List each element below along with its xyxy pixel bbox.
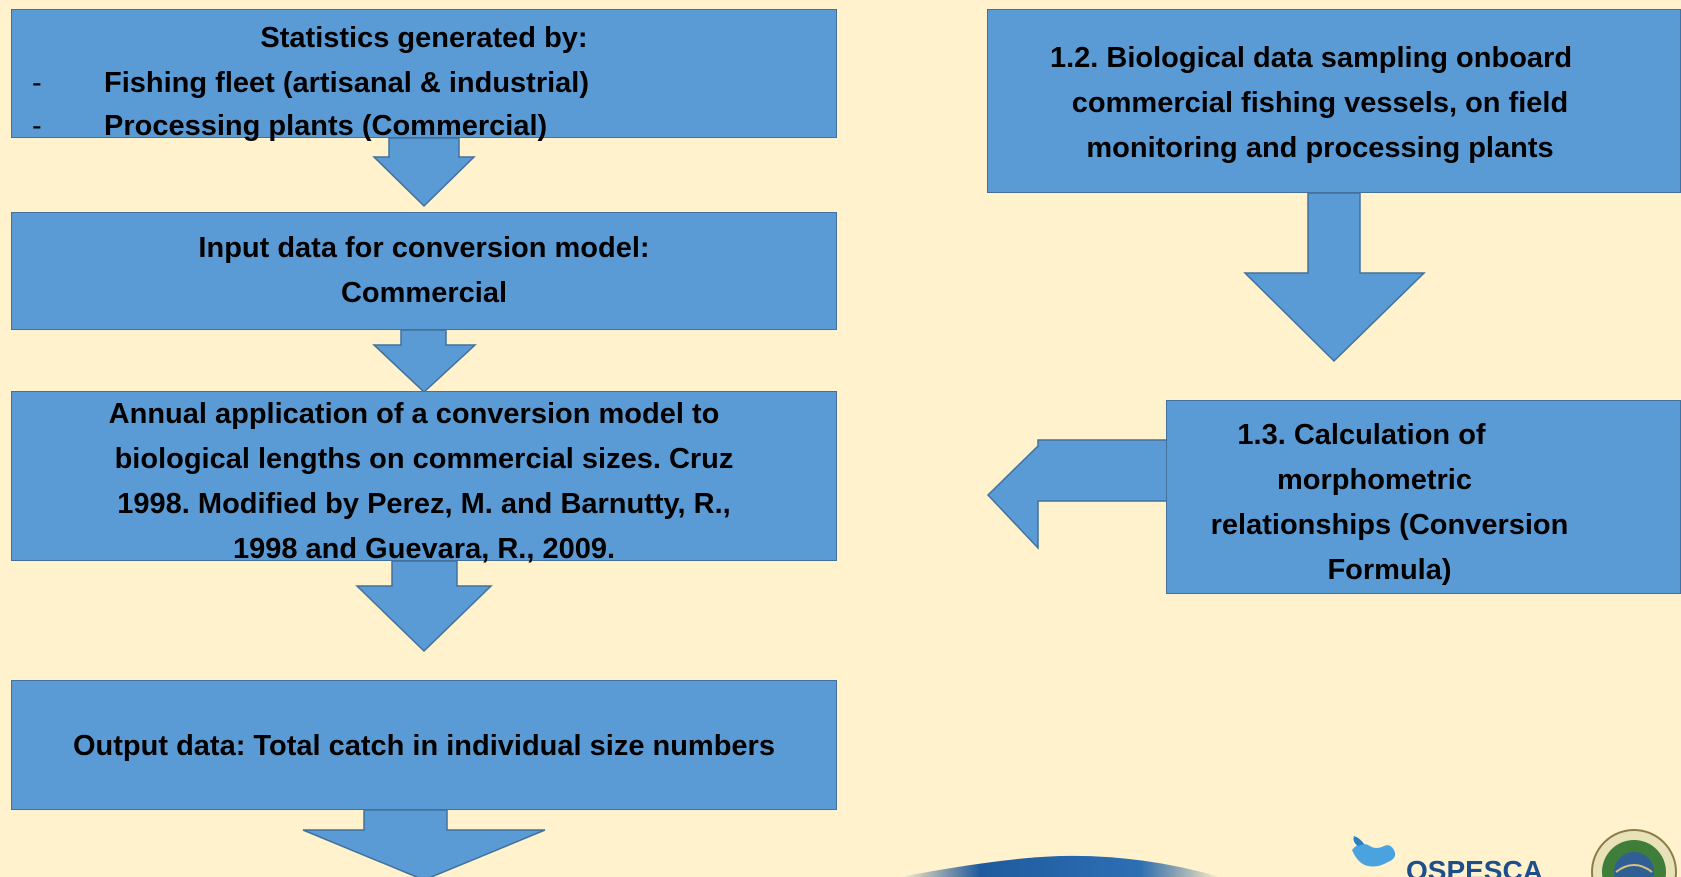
sampling-line-3: monitoring and processing plants	[1086, 132, 1554, 164]
application-line-4: 1998 and Guevara, R., 2009.	[232, 533, 616, 565]
input-data-box: Input data for conversion model: Commerc…	[11, 212, 837, 330]
morphometric-line-1: 1.3. Calculation of	[1237, 419, 1486, 451]
statistics-item-fishing-fleet: Fishing fleet (artisanal & industrial)	[104, 67, 590, 99]
application-line-3: 1998. Modified by Perez, M. and Barnutty…	[117, 488, 731, 520]
morphometric-line-2: morphometric	[1277, 464, 1472, 496]
application-line-1: Annual application of a conversion model…	[108, 398, 720, 430]
bullet-dash: -	[32, 67, 42, 99]
statistics-heading: Statistics generated by:	[260, 22, 588, 54]
output-data-box: Output data: Total catch in individual s…	[11, 680, 837, 810]
left-arrow-morphometric-to-application	[986, 439, 1169, 550]
sampling-line-1: 1.2. Biological data sampling onboard	[1049, 42, 1573, 74]
statistics-item-processing-plants: Processing plants (Commercial)	[104, 110, 548, 142]
statistics-bullet-item: - Fishing fleet (artisanal & industrial)	[12, 61, 836, 106]
statistics-box: Statistics generated by: - Fishing fleet…	[11, 9, 837, 142]
application-line-2: biological lengths on commercial sizes. …	[114, 443, 734, 475]
bullet-dash: -	[32, 110, 42, 142]
input-data-line-1: Input data for conversion model:	[198, 232, 650, 264]
morphometric-calculation-box: 1.3. Calculation of morphometric relatio…	[1166, 400, 1681, 594]
down-arrow-input-to-application	[372, 329, 477, 394]
sampling-line-2: commercial fishing vessels, on field	[1071, 87, 1569, 119]
down-arrow-application-to-output	[355, 560, 493, 653]
morphometric-line-4: Formula)	[1327, 554, 1452, 586]
statistics-bullet-item: - Processing plants (Commercial)	[12, 104, 836, 149]
output-data-text: Output data: Total catch in individual s…	[73, 730, 775, 762]
down-arrow-output-to-next	[302, 809, 546, 877]
biological-sampling-box: 1.2. Biological data sampling onboard co…	[987, 9, 1681, 193]
input-data-line-2: Commercial	[340, 277, 507, 309]
down-arrow-statistics-to-input	[372, 137, 476, 208]
morphometric-line-3: relationships (Conversion	[1210, 509, 1569, 541]
conversion-application-box: Annual application of a conversion model…	[11, 391, 837, 565]
down-arrow-sampling-to-morphometric	[1243, 192, 1426, 363]
